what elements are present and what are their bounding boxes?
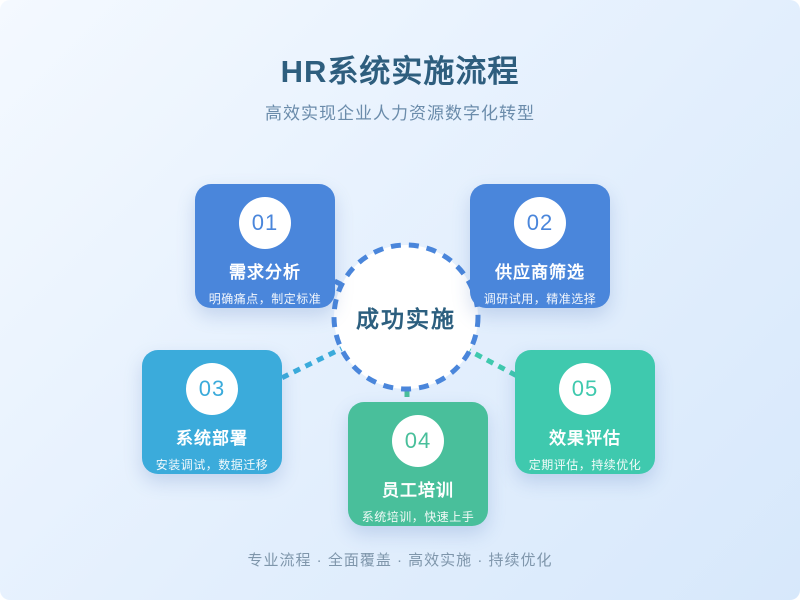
- step-number: 03: [198, 376, 226, 401]
- step-number-badge: 03: [186, 363, 238, 415]
- step-number: 02: [526, 210, 554, 235]
- footer-tagline: 专业流程 · 全面覆盖 · 高效实施 · 持续优化: [247, 552, 553, 569]
- step-card-4: 04 员工培训 系统培训，快速上手: [348, 402, 488, 526]
- step-number: 04: [404, 428, 432, 453]
- step-number-badge: 02: [514, 197, 566, 249]
- connector-step3: [210, 314, 408, 415]
- step-desc: 系统培训，快速上手: [361, 510, 475, 524]
- page-title: HR系统实施流程: [280, 54, 520, 89]
- step-desc: 安装调试，数据迁移: [155, 458, 269, 472]
- step-desc: 定期评估，持续优化: [528, 458, 642, 472]
- step-desc: 明确痛点，制定标准: [208, 292, 322, 306]
- step-title: 供应商筛选: [495, 263, 585, 282]
- step-card-3: 03 系统部署 安装调试，数据迁移: [142, 350, 282, 474]
- step-card-2: 02 供应商筛选 调研试用，精准选择: [470, 184, 610, 308]
- step-number: 01: [251, 210, 279, 235]
- step-card-1: 01 需求分析 明确痛点，制定标准: [195, 184, 335, 308]
- center-label: 成功实施: [356, 306, 456, 332]
- step-desc: 调研试用，精准选择: [483, 292, 597, 306]
- step-number-badge: 01: [239, 197, 291, 249]
- step-card-5: 05 效果评估 定期评估，持续优化: [515, 350, 655, 474]
- step-title: 效果评估: [549, 429, 621, 448]
- page-subtitle: 高效实现企业人力资源数字化转型: [265, 104, 535, 123]
- step-title: 需求分析: [229, 263, 301, 282]
- step-title: 员工培训: [382, 481, 454, 500]
- step-title: 系统部署: [176, 429, 248, 448]
- step-number-badge: 05: [559, 363, 611, 415]
- center-circle-ring: [331, 242, 481, 392]
- step-number: 05: [571, 376, 599, 401]
- step-number-badge: 04: [392, 415, 444, 467]
